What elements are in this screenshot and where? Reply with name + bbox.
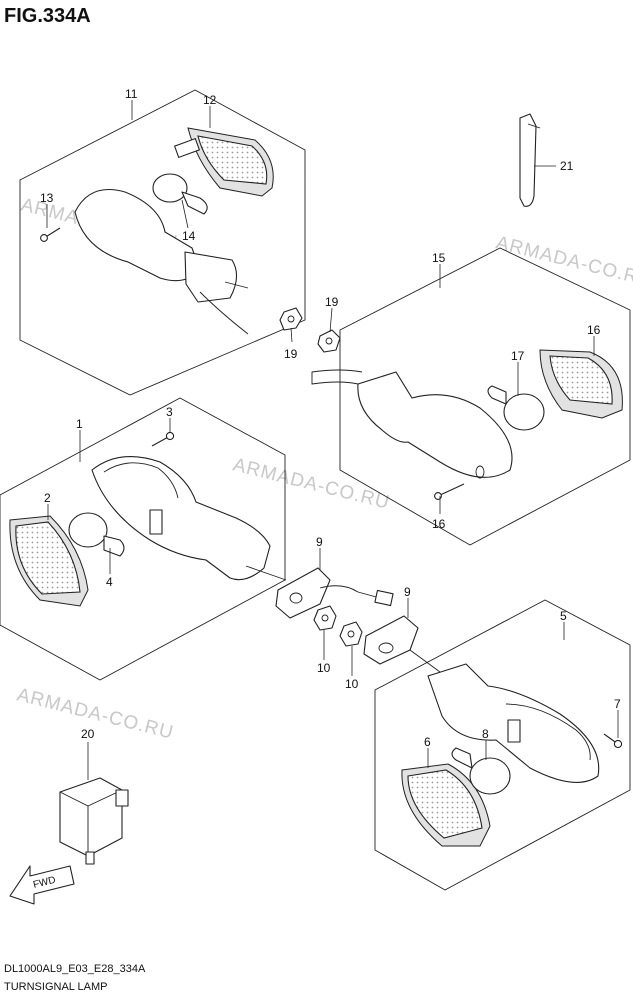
callout-10-b: 10	[345, 677, 359, 691]
stud-1	[245, 565, 287, 581]
bulb-4-base	[103, 535, 125, 557]
relay-20-pin	[85, 851, 95, 865]
nut-19-b	[317, 329, 341, 353]
lens-2-face	[15, 521, 81, 595]
callout-20: 20	[81, 727, 95, 741]
callout-8: 8	[482, 727, 489, 741]
callout-21: 21	[560, 159, 574, 173]
nut-10-b	[339, 621, 363, 647]
lens-16-face	[549, 355, 613, 405]
callout-9-a: 9	[316, 535, 323, 549]
band-21-tab	[527, 123, 541, 129]
callout-7: 7	[614, 697, 621, 711]
housing-1	[91, 456, 271, 581]
box-15	[339, 247, 631, 546]
relay-20-tab	[115, 789, 129, 807]
bulb-8	[469, 757, 511, 795]
bulb-8-base	[451, 747, 473, 769]
callout-12: 12	[203, 93, 217, 107]
box-5	[374, 599, 631, 891]
fwd-arrow-shape	[9, 865, 75, 905]
fwd-arrow: FWD	[9, 865, 75, 905]
band-21	[519, 113, 537, 207]
stud-5	[409, 649, 441, 673]
wire-15	[311, 369, 363, 385]
screw-3	[151, 431, 175, 447]
wire-11	[199, 291, 249, 335]
callout-16: 16	[587, 323, 601, 337]
housing-5-rim	[505, 703, 591, 761]
bulb-14	[152, 173, 188, 203]
watermark-3: ARMADA-CO.RU	[231, 454, 392, 513]
center-brackets	[275, 567, 419, 665]
callout-leaders	[46, 100, 619, 780]
nut-10-a	[313, 605, 337, 631]
relay-20-body	[59, 777, 123, 857]
callout-14: 14	[182, 229, 196, 243]
group-11-rear-left-lamp	[19, 89, 306, 396]
box-11	[19, 89, 306, 396]
callout-9-b: 9	[404, 585, 411, 599]
callout-10-a: 10	[317, 661, 331, 675]
housing-5-tab	[507, 719, 521, 743]
connector-9	[374, 589, 394, 607]
callout-3: 3	[166, 405, 173, 419]
bulb-18-base	[487, 385, 507, 405]
lens-tab-12	[174, 138, 200, 158]
housing-1-tab	[149, 509, 163, 535]
callout-6: 6	[424, 735, 431, 749]
callout-5: 5	[560, 609, 567, 623]
nut-19-a	[279, 307, 303, 331]
bulb-14-base	[181, 191, 208, 215]
relay-20	[59, 777, 129, 865]
callout-18: 17	[511, 349, 525, 363]
figure-title: FIG.334A	[4, 5, 91, 27]
group-15-rear-right-lamp	[311, 247, 631, 546]
bracket-9-a	[275, 567, 331, 619]
screw-7	[603, 733, 623, 749]
callout-19-b: 19	[325, 295, 339, 309]
bulb-4	[68, 512, 108, 548]
screw-13	[40, 227, 61, 242]
screw-17	[434, 483, 465, 500]
group-1-front-left-lamp	[0, 397, 287, 681]
harness-9	[319, 585, 381, 599]
callout-11: 11	[125, 87, 138, 101]
callout-2: 2	[44, 491, 51, 505]
callout-15: 15	[432, 251, 446, 265]
callout-1: 1	[76, 417, 83, 431]
footer-name: TURNSIGNAL LAMP	[4, 981, 108, 993]
housing-15	[357, 371, 513, 478]
callout-17: 16	[432, 517, 446, 531]
watermark-4: ARMADA-CO.RU	[15, 684, 176, 743]
bracket-9-b	[363, 615, 419, 665]
stud-11	[224, 281, 249, 289]
group-5-front-right-lamp	[374, 599, 631, 891]
callout-4: 4	[106, 575, 113, 589]
callout-numbers: 11 12 13 14 19 19 21 15 16 17 16 1 3 2 4…	[40, 87, 621, 749]
fwd-arrow-label: FWD	[32, 875, 57, 891]
callout-19-a: 19	[284, 347, 298, 361]
bulb-18	[503, 393, 545, 431]
lens-12-face	[197, 135, 268, 185]
watermark-2: ARMADA-CO.RU	[494, 232, 633, 291]
footer-code: DL1000AL9_E03_E28_334A	[4, 963, 146, 975]
callout-13: 13	[40, 191, 54, 205]
stem-11	[184, 251, 238, 303]
lens-6-face	[407, 769, 483, 839]
housing-1-rim	[103, 462, 179, 499]
